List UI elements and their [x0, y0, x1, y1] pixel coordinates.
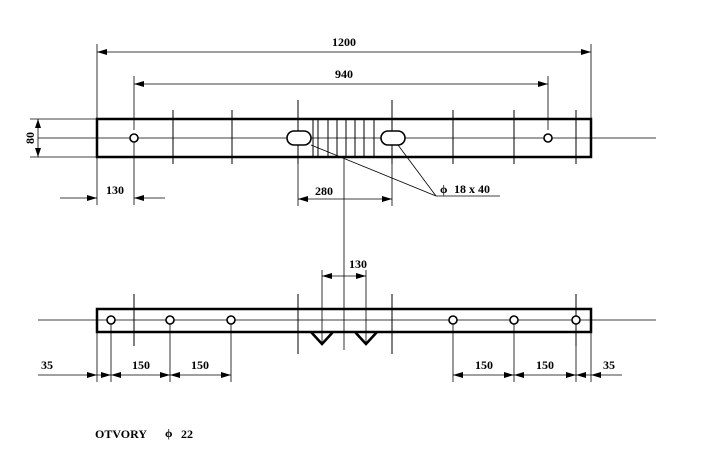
dim-label-130-bottom: 130	[349, 257, 367, 271]
dim-label-940: 940	[335, 67, 353, 81]
dim-center-spacing: 130	[321, 257, 367, 344]
dim-slot-spacing: 280	[297, 164, 393, 206]
holes-note-value: 22	[181, 427, 193, 441]
holes-note: OTVORY ϕ 22	[95, 426, 193, 441]
bottom-hole	[448, 315, 458, 325]
dim-height: 80	[23, 118, 97, 158]
right-slot-hole	[380, 130, 406, 146]
top-hole-left	[129, 133, 139, 143]
bottom-view	[38, 294, 656, 354]
dim-label-150: 150	[191, 358, 209, 372]
slot-diameter-symbol: ϕ	[440, 182, 448, 196]
dim-hole-spacing: 940	[133, 67, 549, 130]
diameter-symbol: ϕ	[165, 426, 173, 440]
bottom-hole	[106, 315, 116, 325]
dim-label-280: 280	[315, 184, 333, 198]
dim-label-35-right: 35	[603, 358, 615, 372]
bottom-hole	[165, 315, 175, 325]
dim-chain-left: 35 150 150	[38, 324, 232, 382]
bottom-hole	[571, 315, 581, 325]
left-slot-hole	[286, 130, 312, 146]
dim-edge-to-hole: 130	[60, 142, 165, 205]
dim-overall-length: 1200	[96, 35, 592, 119]
dim-label-80: 80	[23, 132, 37, 144]
slot-callout: ϕ 18 x 40	[310, 144, 500, 197]
dim-label-150: 150	[475, 358, 493, 372]
top-view	[38, 100, 656, 350]
center-hatch	[312, 119, 375, 157]
dim-label-130-top: 130	[106, 183, 124, 197]
top-hole-right	[543, 133, 553, 143]
dim-label-1200: 1200	[332, 35, 356, 49]
bottom-beam-outline	[95, 307, 593, 334]
holes-note-label: OTVORY	[95, 427, 147, 441]
dim-label-150: 150	[132, 358, 150, 372]
bottom-hole	[509, 315, 519, 325]
dim-chain-right: 150 150 35	[452, 324, 622, 382]
dim-label-35-left: 35	[41, 358, 53, 372]
slot-size-label: 18 x 40	[454, 182, 490, 196]
bottom-hole	[226, 315, 236, 325]
dim-label-150: 150	[536, 358, 554, 372]
